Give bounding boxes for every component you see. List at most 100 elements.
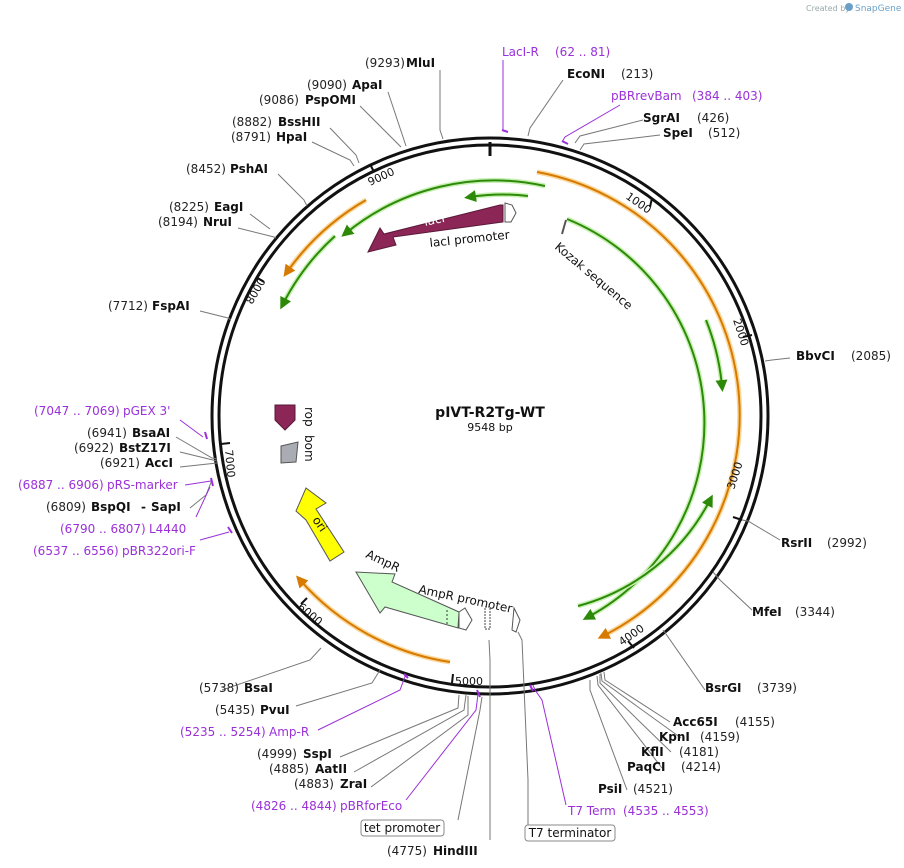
svg-text:T7 Term: T7 Term: [567, 804, 616, 818]
enzyme-label-hindiii[interactable]: (4775) HindIII: [387, 844, 478, 858]
enzyme-label-psii[interactable]: PsiI (4521): [598, 782, 673, 796]
enzyme-label-bsshii[interactable]: (8882) BssHII: [232, 115, 320, 129]
kozak-mark[interactable]: [561, 219, 567, 235]
svg-text:T7 terminator: T7 terminator: [528, 826, 612, 840]
enzyme-label-kfli[interactable]: KflI (4181): [641, 745, 719, 759]
svg-text:SpeI: SpeI: [663, 126, 693, 140]
ampr-arrow[interactable]: [355, 571, 460, 629]
svg-text:(6941): (6941): [87, 426, 127, 440]
enzyme-label-eagi[interactable]: (8225) EagI: [169, 200, 243, 214]
svg-text:(4214): (4214): [681, 760, 721, 774]
svg-text:(9086): (9086): [259, 93, 299, 107]
enzyme-label-mlui[interactable]: (9293) MluI: [365, 56, 435, 70]
svg-text:(384 .. 403): (384 .. 403): [692, 89, 762, 103]
tick-label-2000: 2000: [730, 317, 751, 348]
bom-box[interactable]: [280, 441, 299, 464]
svg-text:(4999): (4999): [257, 747, 297, 761]
plasmid-name: pIVT-R2Tg-WT: [435, 405, 545, 421]
svg-text:(3739): (3739): [757, 681, 797, 695]
tick-label-3000: 3000: [724, 460, 745, 491]
enzyme-label-zrai[interactable]: (4883) ZraI: [294, 777, 367, 791]
enzyme-label-kpni[interactable]: KpnI (4159): [659, 730, 740, 744]
primer-leader-lines: [179, 60, 621, 806]
primer-label-pbrforeco[interactable]: (4826 .. 4844) pBRforEco: [251, 799, 402, 813]
svg-text:BsaI: BsaI: [244, 681, 273, 695]
enzyme-label-pspomi[interactable]: (9086) PspOMI: [259, 93, 356, 107]
svg-text:ZraI: ZraI: [340, 777, 367, 791]
enzyme-label-aatii[interactable]: (4885) AatII: [269, 762, 347, 776]
feature-laci[interactable]: lacI: [367, 204, 504, 253]
enzyme-label-sgrai[interactable]: SgrAI (426): [643, 111, 729, 125]
orf-green-right-inner-halo: [703, 319, 725, 387]
enzyme-label-bbvci[interactable]: BbvCI (2085): [796, 349, 891, 363]
enzyme-label-acc65i[interactable]: Acc65I (4155): [673, 715, 775, 729]
svg-text:BsrGI: BsrGI: [705, 681, 742, 695]
svg-text:EagI: EagI: [214, 200, 243, 214]
enzyme-label-mfei[interactable]: MfeI (3344): [752, 605, 835, 619]
svg-text:(6809): (6809): [46, 500, 86, 514]
orf-green-left: [280, 235, 336, 310]
enzyme-label-sspi[interactable]: (4999) SspI: [257, 747, 332, 761]
enzyme-label-pshai[interactable]: (8452) PshAI: [186, 162, 268, 176]
svg-text:SgrAI: SgrAI: [643, 111, 680, 125]
enzyme-label-bstz17i[interactable]: (6922) BstZ17I: [74, 441, 171, 455]
enzyme-label-apai[interactable]: (9090) ApaI: [307, 78, 382, 92]
svg-text:LacI-R: LacI-R: [502, 45, 539, 59]
svg-text:(9090): (9090): [307, 78, 347, 92]
orf-orange-left-halo: [284, 197, 368, 274]
feature-label-t7-terminator[interactable]: T7 terminator: [524, 824, 616, 842]
enzyme-label-hpai[interactable]: (8791) HpaI: [231, 130, 307, 144]
svg-text:(6790 .. 6807): (6790 .. 6807): [60, 522, 146, 536]
enzyme-label-paqci[interactable]: PaqCI (4214): [627, 760, 721, 774]
feature-label-tet-promoter[interactable]: tet promoter: [360, 819, 445, 837]
svg-text:(4826 .. 4844): (4826 .. 4844): [251, 799, 337, 813]
orf-orange-left: [283, 199, 367, 277]
svg-text:(426): (426): [697, 111, 729, 125]
svg-text:(6537 .. 6556): (6537 .. 6556): [33, 544, 119, 558]
rop-arrow[interactable]: [274, 404, 296, 431]
ampr-label: AmpR: [364, 547, 402, 575]
bom-label: bom: [302, 435, 316, 462]
svg-text:(4159): (4159): [700, 730, 740, 744]
enzyme-label-econi[interactable]: EcoNI (213): [567, 67, 653, 81]
svg-text:KpnI: KpnI: [659, 730, 690, 744]
svg-text:PshAI: PshAI: [230, 162, 268, 176]
svg-text:ApaI: ApaI: [352, 78, 382, 92]
primer-label-pgex3[interactable]: (7047 .. 7069) pGEX 3': [34, 404, 170, 418]
enzyme-label-bsaai[interactable]: (6941) BsaAI: [87, 426, 170, 440]
enzyme-label-spei[interactable]: SpeI (512): [663, 126, 740, 140]
svg-text:L4440: L4440: [149, 522, 186, 536]
tet-promoter-mark[interactable]: [484, 606, 491, 630]
enzyme-label-bsrgi[interactable]: BsrGI (3739): [705, 681, 797, 695]
t7-terminator-mark[interactable]: [511, 606, 521, 633]
tick-label-6000: 6000: [295, 600, 325, 628]
laci-label: lacI: [423, 211, 446, 229]
primer-label-pbr322ori-f[interactable]: (6537 .. 6556) pBR322ori-F: [33, 544, 196, 558]
svg-text:BssHII: BssHII: [278, 115, 320, 129]
primer-label-laci-r[interactable]: LacI-R (62 .. 81): [502, 45, 610, 59]
svg-text:pGEX 3': pGEX 3': [123, 404, 170, 418]
orf-orange-bottom: [296, 575, 451, 663]
primer-label-prs-marker[interactable]: (6887 .. 6906) pRS-marker: [18, 478, 178, 492]
enzyme-label-nrui[interactable]: (8194) NruI: [158, 215, 232, 229]
enzyme-label-rsrii[interactable]: RsrII (2992): [781, 536, 867, 550]
primer-label-l4440[interactable]: (6790 .. 6807) L4440: [60, 522, 186, 536]
svg-text:Created by: Created by: [806, 4, 850, 13]
primer-label-pbrrevbam[interactable]: pBRrevBam (384 .. 403): [611, 89, 762, 103]
ori-arrow[interactable]: [295, 487, 345, 562]
svg-text:(8194): (8194): [158, 215, 198, 229]
svg-text:SnapGene: SnapGene: [855, 4, 902, 14]
enzyme-label-bspqi-sapi[interactable]: (6809) BspQI - SapI: [46, 500, 181, 514]
ampr-promoter-arrow[interactable]: [458, 607, 473, 631]
enzyme-label-fspai[interactable]: (7712) FspAI: [108, 299, 190, 313]
laci-promoter-arrow[interactable]: [504, 202, 517, 223]
enzyme-label-pvui[interactable]: (5435) PvuI: [215, 703, 290, 717]
svg-text:(2992): (2992): [827, 536, 867, 550]
svg-text:SapI: SapI: [151, 500, 181, 514]
enzyme-label-bsai[interactable]: (5738) BsaI: [199, 681, 273, 695]
svg-text:AatII: AatII: [315, 762, 347, 776]
primer-label-t7-term[interactable]: T7 Term (4535 .. 4553): [567, 804, 709, 818]
primer-label-amp-r[interactable]: (5235 .. 5254) Amp-R: [180, 725, 309, 739]
enzyme-label-acci[interactable]: (6921) AccI: [100, 456, 173, 470]
